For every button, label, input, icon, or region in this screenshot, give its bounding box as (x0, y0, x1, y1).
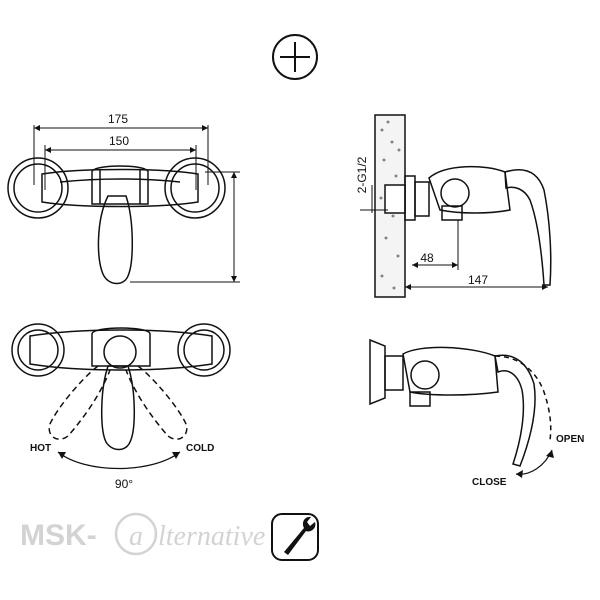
dimension-48-label: 48 (420, 251, 434, 265)
side-view (360, 114, 552, 298)
open-label: OPEN (556, 434, 584, 445)
watermark-text-right: lternative (158, 521, 265, 552)
at-sign-icon (114, 512, 158, 556)
thread-dimension-label: 2-G1/2 (355, 156, 369, 193)
front-view (7, 125, 240, 285)
watermark-text-left: MSK- (20, 519, 97, 552)
cold-label: COLD (186, 443, 214, 454)
close-label: CLOSE (472, 477, 507, 488)
dimension-147-label: 147 (468, 273, 488, 287)
wrench-icon (271, 513, 319, 561)
watermark: MSK- a lternative (20, 512, 265, 556)
svg-text:a: a (129, 521, 143, 552)
operation-view (369, 338, 554, 478)
crosshair-circle-icon (272, 34, 318, 80)
top-view (11, 323, 231, 470)
angle-label: 90° (115, 477, 133, 491)
hot-label: HOT (30, 443, 51, 454)
dimension-150-label: 150 (109, 134, 129, 148)
dimension-175-label: 175 (108, 112, 128, 126)
